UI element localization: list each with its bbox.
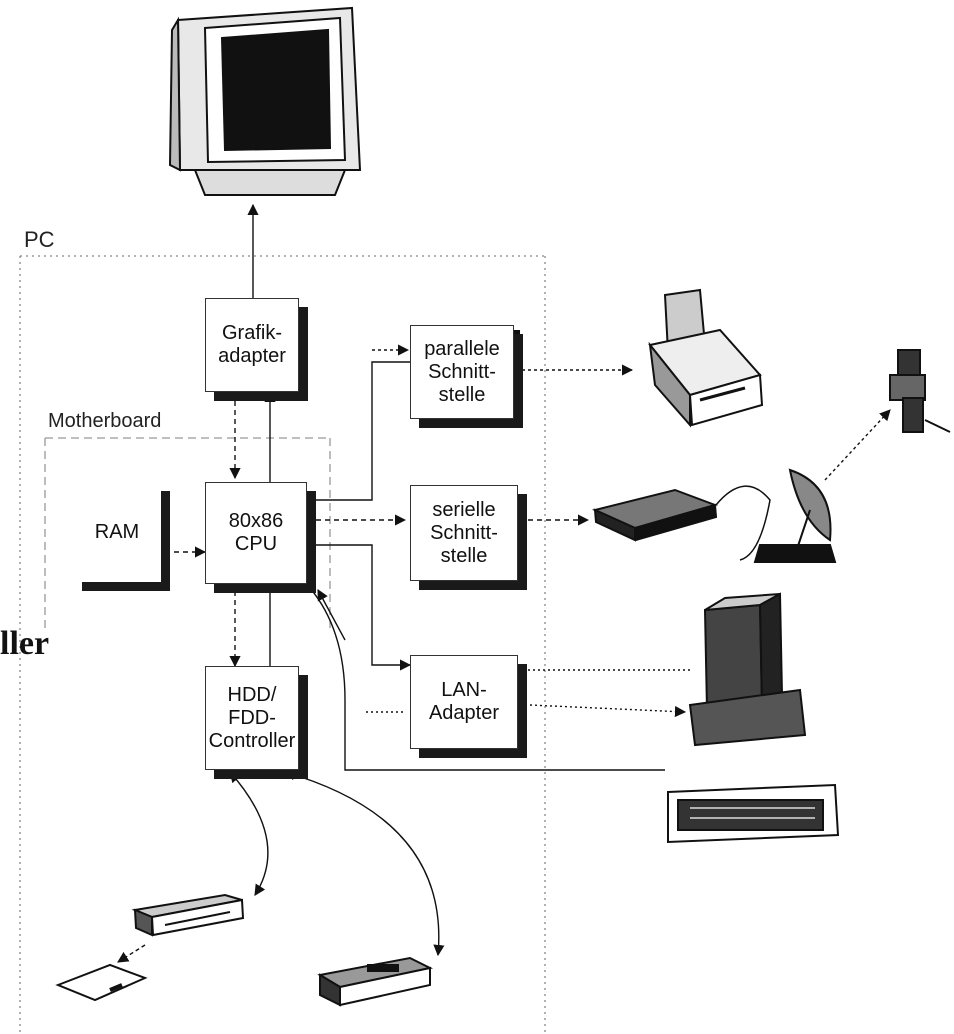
- pc-label: PC: [24, 227, 55, 252]
- lan-adapter-label: LAN- Adapter: [428, 679, 500, 724]
- cut-off-label: ller: [0, 625, 50, 662]
- ram-label: RAM: [94, 520, 140, 543]
- cpu-label: 80x86 CPU: [228, 510, 284, 555]
- motherboard-label: Motherboard: [48, 410, 162, 432]
- floppy-disk-icon: [55, 963, 148, 1002]
- modem-icon: [591, 485, 771, 561]
- satellite-icon: [889, 349, 951, 433]
- hdd-fdd-controller-box: HDD/ FDD- Controller: [205, 666, 299, 770]
- grafik-adapter-box: Grafik- adapter: [205, 298, 299, 392]
- grafik-adapter-label: Grafik- adapter: [218, 322, 286, 367]
- pc-boundary: [19, 255, 546, 1034]
- serial-port-label: serielle Schnitt- stelle: [430, 498, 498, 567]
- ram-box: RAM: [73, 482, 161, 582]
- hdd-fdd-controller-label: HDD/ FDD- Controller: [208, 683, 296, 752]
- cpu-box: 80x86 CPU: [205, 482, 307, 584]
- port-stubs: [157, 330, 526, 717]
- lan-adapter-box: LAN- Adapter: [410, 655, 518, 749]
- satellite-dish-icon: [753, 468, 837, 563]
- connections: [117, 203, 891, 963]
- server-tower-icon: [688, 592, 807, 747]
- printer-icon: [648, 288, 764, 428]
- floppy-drive-icon: [131, 893, 245, 937]
- monitor-icon: [168, 6, 362, 196]
- keyboard-icon: [667, 783, 840, 844]
- parallel-port-box: parallele Schnitt- stelle: [410, 325, 514, 419]
- parallel-port-label: parallele Schnitt- stelle: [424, 337, 500, 406]
- serial-port-box: serielle Schnitt- stelle: [410, 485, 518, 581]
- motherboard-boundary: [44, 437, 331, 630]
- hard-disk-icon: [317, 956, 434, 1007]
